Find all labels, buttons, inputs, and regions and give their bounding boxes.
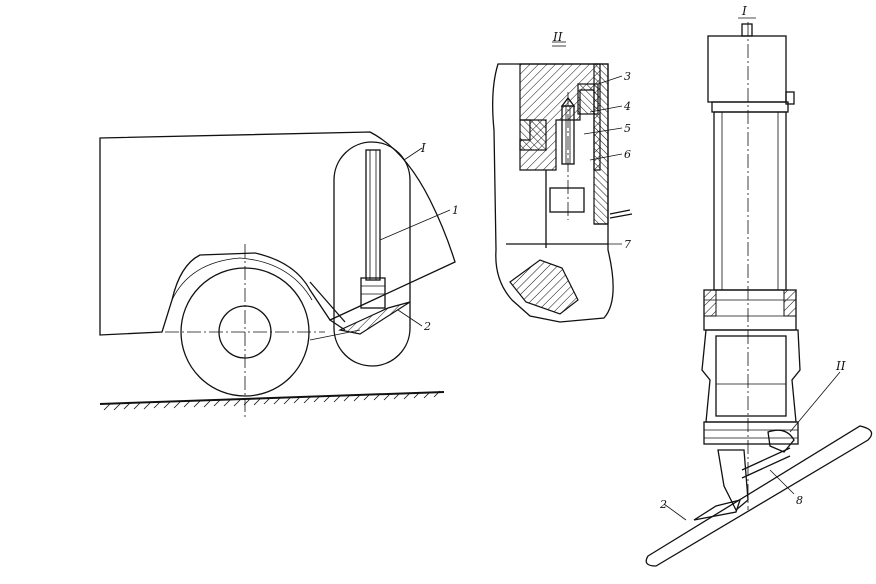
strut-base <box>360 277 386 309</box>
section-block <box>519 119 547 151</box>
label-2-right: 2 <box>659 498 667 511</box>
top-unit <box>707 35 787 103</box>
section-housing <box>519 63 601 171</box>
collar <box>703 421 799 445</box>
wheel-arch <box>171 257 313 301</box>
label-2-left: 2 <box>423 320 431 333</box>
lower-body <box>701 329 801 423</box>
leader-II <box>789 371 841 433</box>
leader-2 <box>397 309 423 327</box>
leader-4 <box>589 105 623 113</box>
label-6: 6 <box>624 148 631 161</box>
leader-I <box>403 147 423 161</box>
leader-2b <box>663 503 687 521</box>
label-8: 8 <box>796 494 803 507</box>
ground-line <box>99 391 445 405</box>
label-7: 7 <box>624 238 631 251</box>
leader-8 <box>769 469 795 495</box>
mount <box>717 449 749 512</box>
section-blade <box>509 259 579 315</box>
leader-1 <box>379 209 451 241</box>
vehicle-view <box>99 131 456 420</box>
label-5: 5 <box>624 122 631 135</box>
ground-hatch <box>103 390 441 411</box>
blade <box>338 301 411 335</box>
part-3 <box>577 83 599 115</box>
mid-housing <box>703 289 797 331</box>
vehicle-body <box>99 131 456 336</box>
section-outline <box>492 63 614 323</box>
label-view-II-right: II <box>835 359 846 373</box>
leader-3 <box>597 75 623 85</box>
label-view-I-right: I <box>741 4 747 18</box>
detail-section <box>492 41 633 323</box>
assembly-view <box>645 17 873 567</box>
nut <box>549 187 585 213</box>
label-4: 4 <box>623 100 631 113</box>
label-1: 1 <box>452 204 459 217</box>
main-tube <box>713 111 787 291</box>
label-view-I-left: I <box>420 141 426 155</box>
strut <box>365 149 381 281</box>
label-view-II-mid: II <box>552 30 563 44</box>
leader-6 <box>589 153 623 161</box>
device-housing-outline <box>333 141 411 367</box>
leader-5 <box>583 127 623 135</box>
lower-cylinder <box>715 335 787 417</box>
label-3: 3 <box>624 70 631 83</box>
long-blade <box>645 425 873 567</box>
